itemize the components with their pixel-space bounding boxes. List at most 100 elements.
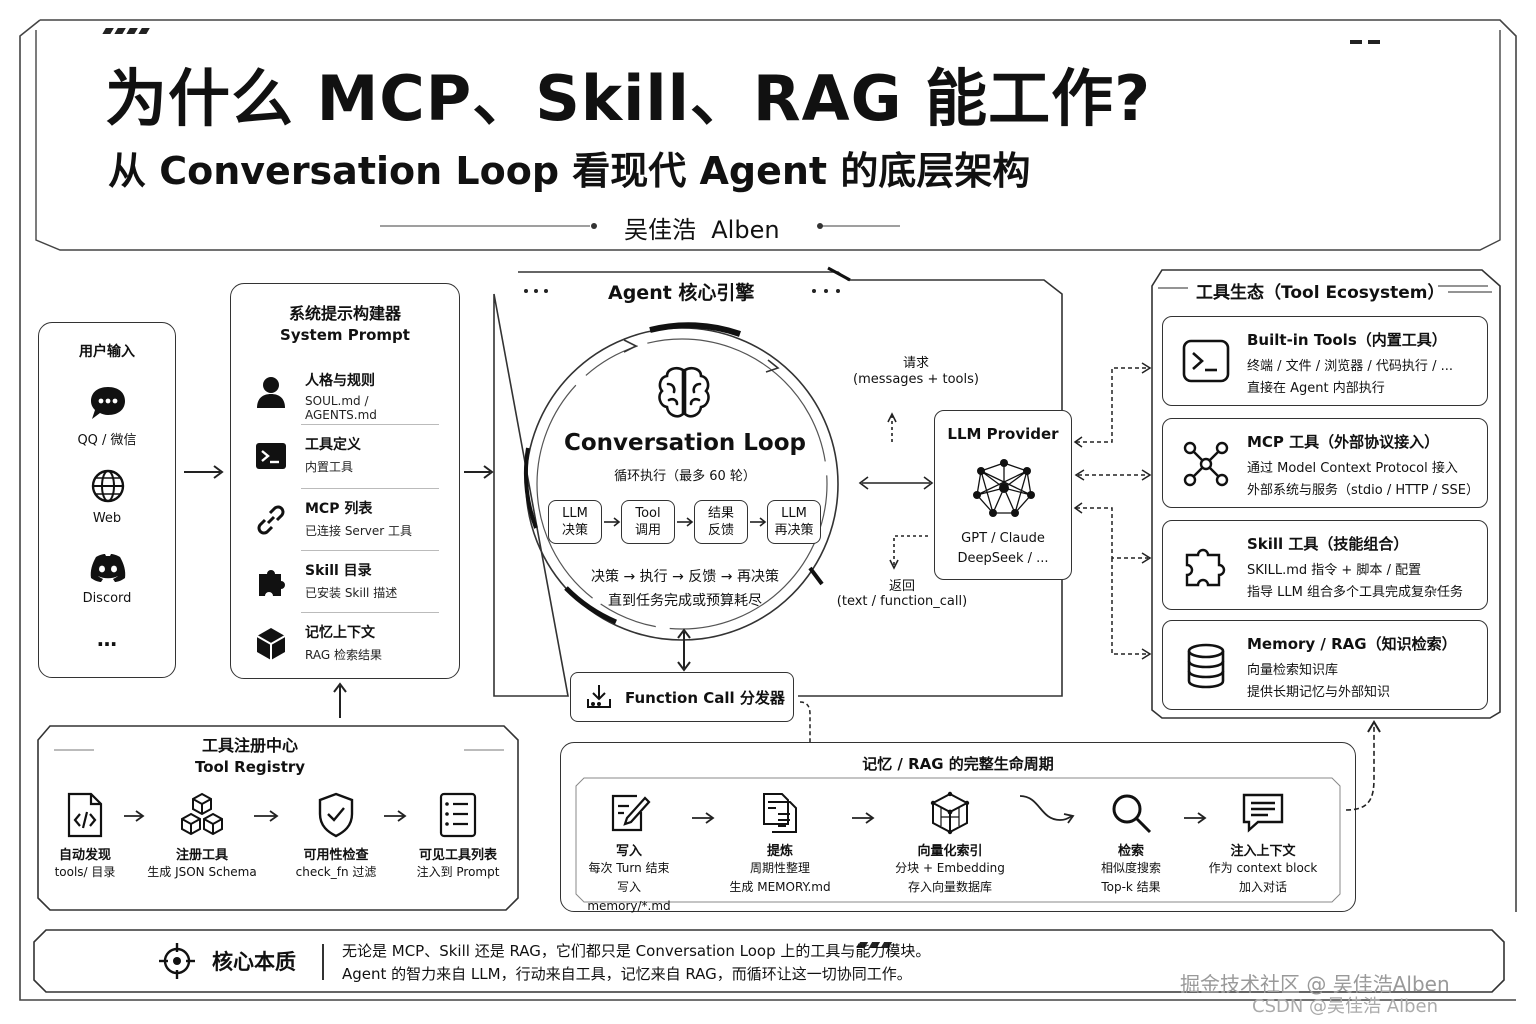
rag-step-write: 写入 每次 Turn 结束 写入 memory/*.md: [574, 790, 684, 916]
tool-card-skill: Skill 工具（技能组合） SKILL.md 指令 + 脚本 / 配置 指导 …: [1162, 520, 1488, 610]
search-icon: [1112, 794, 1152, 834]
vector-cube-icon: [930, 791, 970, 835]
footer-divider: [322, 944, 324, 980]
registry-title: 工具注册中心: [201, 736, 298, 755]
channel-label: Discord: [82, 591, 132, 606]
llm-return-label: 返回: [888, 579, 915, 594]
download-tray-icon: [587, 685, 611, 708]
registry-panel-frame: [37, 725, 519, 911]
prompt-item-memory: 记忆上下文 RAG 检索结果: [251, 616, 439, 676]
registry-step-discover: 自动发现 tools/ 目录: [42, 790, 128, 882]
llm-models-1: GPT / Claude: [961, 531, 1045, 546]
arrow-registry-to-prompt: [333, 682, 347, 718]
system-prompt-panel: 系统提示构建器 System Prompt 人格与规则 SOUL.md / AG…: [230, 283, 460, 679]
registry-subtitle: Tool Registry: [194, 758, 306, 776]
message-icon: [1242, 793, 1284, 833]
cubes-icon: [181, 792, 223, 836]
ecosystem-panel-frame: [1151, 269, 1501, 719]
edit-icon: [611, 794, 651, 832]
network-icon: [1183, 441, 1229, 487]
loop-step-result: 结果反馈: [694, 500, 748, 544]
registry-step-check: 可用性检查 check_fn 过滤: [284, 790, 388, 882]
rag-title: 记忆 / RAG 的完整生命周期: [862, 755, 1054, 773]
globe-icon: [91, 469, 125, 503]
database-icon: [1187, 643, 1225, 689]
more-channels: …: [97, 627, 117, 651]
link-icon: [257, 505, 285, 535]
rag-to-memory-arrow: [1345, 720, 1381, 811]
rag-step-index: 向量化索引 分块 + Embedding 存入向量数据库: [890, 790, 1010, 897]
user-input-panel: 用户输入 QQ / 微信 Web Discord …: [38, 322, 176, 678]
tool-card-mcp: MCP 工具（外部协议接入） 通过 Model Context Protocol…: [1162, 418, 1488, 508]
conversation-loop-ring: [524, 322, 839, 641]
engine-panel-frame: [493, 266, 1063, 697]
registry-step-register: 注册工具 生成 JSON Schema: [140, 790, 264, 882]
arrow-loop-dispatcher: [677, 628, 691, 672]
list-icon: [439, 792, 477, 838]
loop-subtitle: 循环执行（最多 60 轮）: [614, 469, 756, 484]
rag-step-retrieve: 检索 相似度搜索 Top-k 结果: [1082, 790, 1180, 897]
person-icon: [257, 377, 285, 408]
puzzle-icon: [259, 570, 285, 596]
terminal-icon: [256, 443, 286, 469]
prompt-item-mcp: MCP 列表 已连接 Server 工具: [251, 492, 439, 552]
arrow-prompt-to-engine: [464, 465, 494, 479]
llm-models-2: DeepSeek / ...: [957, 551, 1049, 566]
function-call-dispatcher: Function Call 分发器: [570, 672, 794, 722]
registry-step-visible-list: 可见工具列表 注入到 Prompt: [408, 790, 508, 882]
engine-llm-arrows: [858, 412, 934, 570]
llm-request-label-2: (messages + tools): [853, 372, 979, 387]
documents-icon: [763, 793, 797, 833]
rag-arrows: [692, 795, 1207, 824]
chat-bubble-icon: [91, 387, 125, 419]
system-prompt-title: 系统提示构建器: [288, 304, 401, 323]
prompt-item-skill: Skill 目录 已安装 Skill 描述: [251, 554, 439, 614]
footer-line-1: 无论是 MCP、Skill 还是 RAG，它们都只是 Conversation …: [342, 942, 931, 960]
prompt-item-persona: 人格与规则 SOUL.md / AGENTS.md: [251, 364, 439, 424]
llm-provider-panel: LLM Provider GPT / Claude DeepSeek / ...: [934, 410, 1072, 580]
page-subtitle: 从 Conversation Loop 看现代 Agent 的底层架构: [108, 149, 1031, 193]
rag-inner-frame: [575, 777, 1341, 903]
brain-icon: [658, 366, 710, 418]
llm-tools-connectors: [1073, 362, 1152, 660]
channel-label: QQ / 微信: [77, 433, 137, 448]
dispatcher-label: Function Call 分发器: [625, 689, 785, 707]
rag-step-inject: 注入上下文 作为 context block 加入对话: [1204, 790, 1322, 897]
loop-title: Conversation Loop: [564, 430, 806, 456]
author: 吴佳浩 Alben: [624, 216, 780, 244]
channel-label: Web: [92, 511, 122, 526]
user-input-title: 用户输入: [79, 344, 135, 360]
loop-step-arrows: [604, 517, 767, 527]
footer-frame: [33, 929, 1505, 993]
llm-request-label: 请求: [902, 356, 929, 371]
ecosystem-title: 工具生态（Tool Ecosystem）: [1196, 283, 1445, 303]
watermark-csdn: CSDN @吴佳浩 Alben: [1252, 996, 1438, 1017]
loop-flow-sub: 直到任务完成或预算耗尽: [608, 593, 762, 609]
rag-step-refine: 提炼 周期性整理 生成 MEMORY.md: [724, 790, 836, 897]
registry-arrows: [124, 810, 407, 822]
llm-return-label-2: (text / function_call): [836, 594, 968, 609]
discord-icon: [90, 554, 126, 582]
tool-card-memory-rag: Memory / RAG（知识检索） 向量检索知识库 提供长期记忆与外部知识: [1162, 620, 1488, 710]
watermark: 掘金技术社区 @ 吴佳浩Alben: [1180, 972, 1450, 996]
page-title: 为什么 MCP、Skill、RAG 能工作?: [105, 62, 1152, 135]
footer-line-2: Agent 的智力来自 LLM，行动来自工具，记忆来自 RAG，而循环让这一切协…: [342, 965, 912, 983]
system-prompt-subtitle: System Prompt: [280, 326, 410, 344]
target-icon: [159, 943, 195, 979]
rag-connectors: [799, 701, 811, 742]
footer-label: 核心本质: [212, 950, 296, 974]
tool-card-builtin: Built-in Tools（内置工具） 终端 / 文件 / 浏览器 / 代码执…: [1162, 316, 1488, 406]
loop-flow: 决策 → 执行 → 反馈 → 再决策: [591, 569, 779, 585]
arrow-input-to-prompt: [184, 465, 224, 479]
code-file-icon: [67, 792, 103, 838]
cube-icon: [256, 628, 286, 660]
author-line: [380, 223, 900, 229]
shield-check-icon: [318, 792, 354, 838]
neural-network-icon: [973, 459, 1035, 517]
engine-title: Agent 核心引擎: [608, 282, 755, 304]
terminal-icon: [1182, 339, 1230, 383]
